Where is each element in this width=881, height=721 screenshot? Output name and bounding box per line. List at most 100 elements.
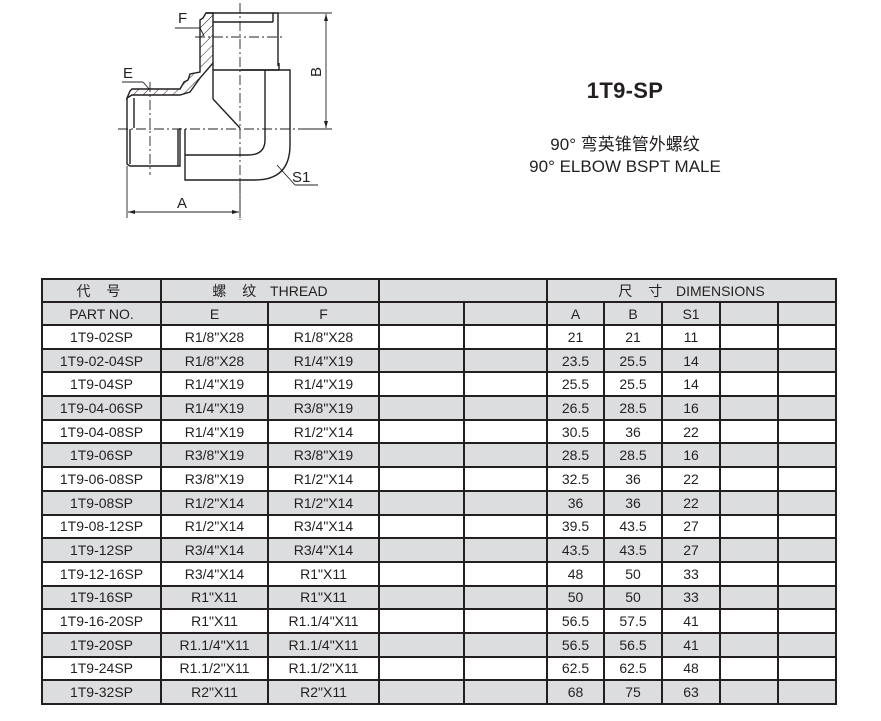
label-s1: S1 — [292, 169, 310, 186]
blank-cell — [463, 513, 548, 540]
dim-a-cell: 32.5 — [546, 466, 605, 492]
dim-s1-cell: 14 — [661, 371, 721, 398]
blank-header-cell — [777, 301, 837, 326]
part-no-cell: 1T9-04-08SP — [41, 418, 162, 445]
dim-a-cell: 43.5 — [546, 537, 605, 563]
dimensions-header: 尺 寸 DIMENSIONS — [546, 278, 837, 303]
dim-a-cell: 50 — [546, 584, 605, 611]
blank-cell — [777, 537, 837, 563]
blank-cell — [719, 347, 779, 374]
part-no-cell: 1T9-04SP — [41, 371, 162, 398]
e-header: E — [160, 301, 269, 326]
label-b: B — [308, 67, 325, 77]
a-header: A — [546, 301, 605, 326]
dim-s1-cell: 27 — [661, 537, 721, 563]
thread-f-cell: R2"X11 — [267, 679, 380, 705]
elbow-fitting-drawing: F E A S1 B — [118, 3, 332, 220]
blank-cell — [463, 679, 548, 705]
blank-cell — [777, 560, 837, 587]
blank-cell — [463, 347, 548, 374]
thread-e-cell: R1.1/2"X11 — [160, 655, 269, 682]
blank-header-cell — [719, 301, 779, 326]
blank-cell — [378, 608, 465, 634]
blank-cell — [463, 631, 548, 658]
thread-e-cell: R1/2"X14 — [160, 513, 269, 540]
blank-cell — [719, 324, 779, 350]
part-no-cell: 1T9-20SP — [41, 631, 162, 658]
thread-e-cell: R1"X11 — [160, 584, 269, 611]
dim-s1-cell: 27 — [661, 513, 721, 540]
blank-cell — [777, 489, 837, 516]
label-e: E — [123, 65, 133, 82]
dim-b-cell: 36 — [603, 489, 663, 516]
thread-e-cell: R2"X11 — [160, 679, 269, 705]
thread-e-cell: R1/4"X19 — [160, 371, 269, 398]
dim-s1-cell: 16 — [661, 395, 721, 421]
product-subtitle: 90° 弯英锥管外螺纹 90° ELBOW BSPT MALE — [490, 134, 760, 178]
dim-a-cell: 28.5 — [546, 442, 605, 469]
b-header: B — [603, 301, 663, 326]
thread-e-cell: R3/4"X14 — [160, 560, 269, 587]
dim-s1-cell: 63 — [661, 679, 721, 705]
blank-cell — [463, 442, 548, 469]
blank-cell — [463, 324, 548, 350]
blank-cell — [777, 347, 837, 374]
blank-cell — [463, 608, 548, 634]
dim-a-cell: 25.5 — [546, 371, 605, 398]
blank-cell — [777, 324, 837, 350]
thread-f-cell: R3/4"X14 — [267, 537, 380, 563]
dim-a-cell: 68 — [546, 679, 605, 705]
dim-b-cell: 50 — [603, 560, 663, 587]
thread-e-cell: R1"X11 — [160, 608, 269, 634]
blank-cell — [777, 655, 837, 682]
part-no-header: PART NO. — [41, 301, 162, 326]
dim-b-cell: 43.5 — [603, 537, 663, 563]
thread-e-cell: R3/8"X19 — [160, 466, 269, 492]
blank-cell — [463, 418, 548, 445]
thread-f-cell: R1/4"X19 — [267, 371, 380, 398]
dim-s1-cell: 11 — [661, 324, 721, 350]
thread-f-cell: R1.1/2"X11 — [267, 655, 380, 682]
dim-b-cell: 25.5 — [603, 347, 663, 374]
dim-b-cell: 43.5 — [603, 513, 663, 540]
thread-f-cell: R1"X11 — [267, 560, 380, 587]
dim-b-cell: 50 — [603, 584, 663, 611]
dim-s1-cell: 48 — [661, 655, 721, 682]
dim-a-cell: 56.5 — [546, 631, 605, 658]
blank-cell — [463, 584, 548, 611]
dim-s1-cell: 41 — [661, 608, 721, 634]
dim-s1-cell: 14 — [661, 347, 721, 374]
blank-header-cell — [463, 301, 548, 326]
blank-cell — [777, 395, 837, 421]
blank-cell — [463, 537, 548, 563]
dim-a-cell: 30.5 — [546, 418, 605, 445]
blank-cell — [719, 679, 779, 705]
blank-cell — [378, 584, 465, 611]
blank-cell — [777, 371, 837, 398]
part-no-cell: 1T9-02-04SP — [41, 347, 162, 374]
dim-a-cell: 39.5 — [546, 513, 605, 540]
dim-b-cell: 57.5 — [603, 608, 663, 634]
dim-a-cell: 26.5 — [546, 395, 605, 421]
part-no-cell: 1T9-08SP — [41, 489, 162, 516]
blank-cell — [378, 631, 465, 658]
thread-f-cell: R3/8"X19 — [267, 442, 380, 469]
blank-cell — [378, 513, 465, 540]
thread-f-cell: R1/8"X28 — [267, 324, 380, 350]
blank-cell — [463, 489, 548, 516]
part-no-cell: 1T9-12-16SP — [41, 560, 162, 587]
dim-a-cell: 23.5 — [546, 347, 605, 374]
blank-cell — [378, 466, 465, 492]
model-title: 1T9-SP — [586, 78, 664, 103]
blank-cell — [719, 537, 779, 563]
thread-f-cell: R1.1/4"X11 — [267, 608, 380, 634]
part-no-cell: 1T9-32SP — [41, 679, 162, 705]
dim-s1-cell: 22 — [661, 466, 721, 492]
dim-a-cell: 48 — [546, 560, 605, 587]
